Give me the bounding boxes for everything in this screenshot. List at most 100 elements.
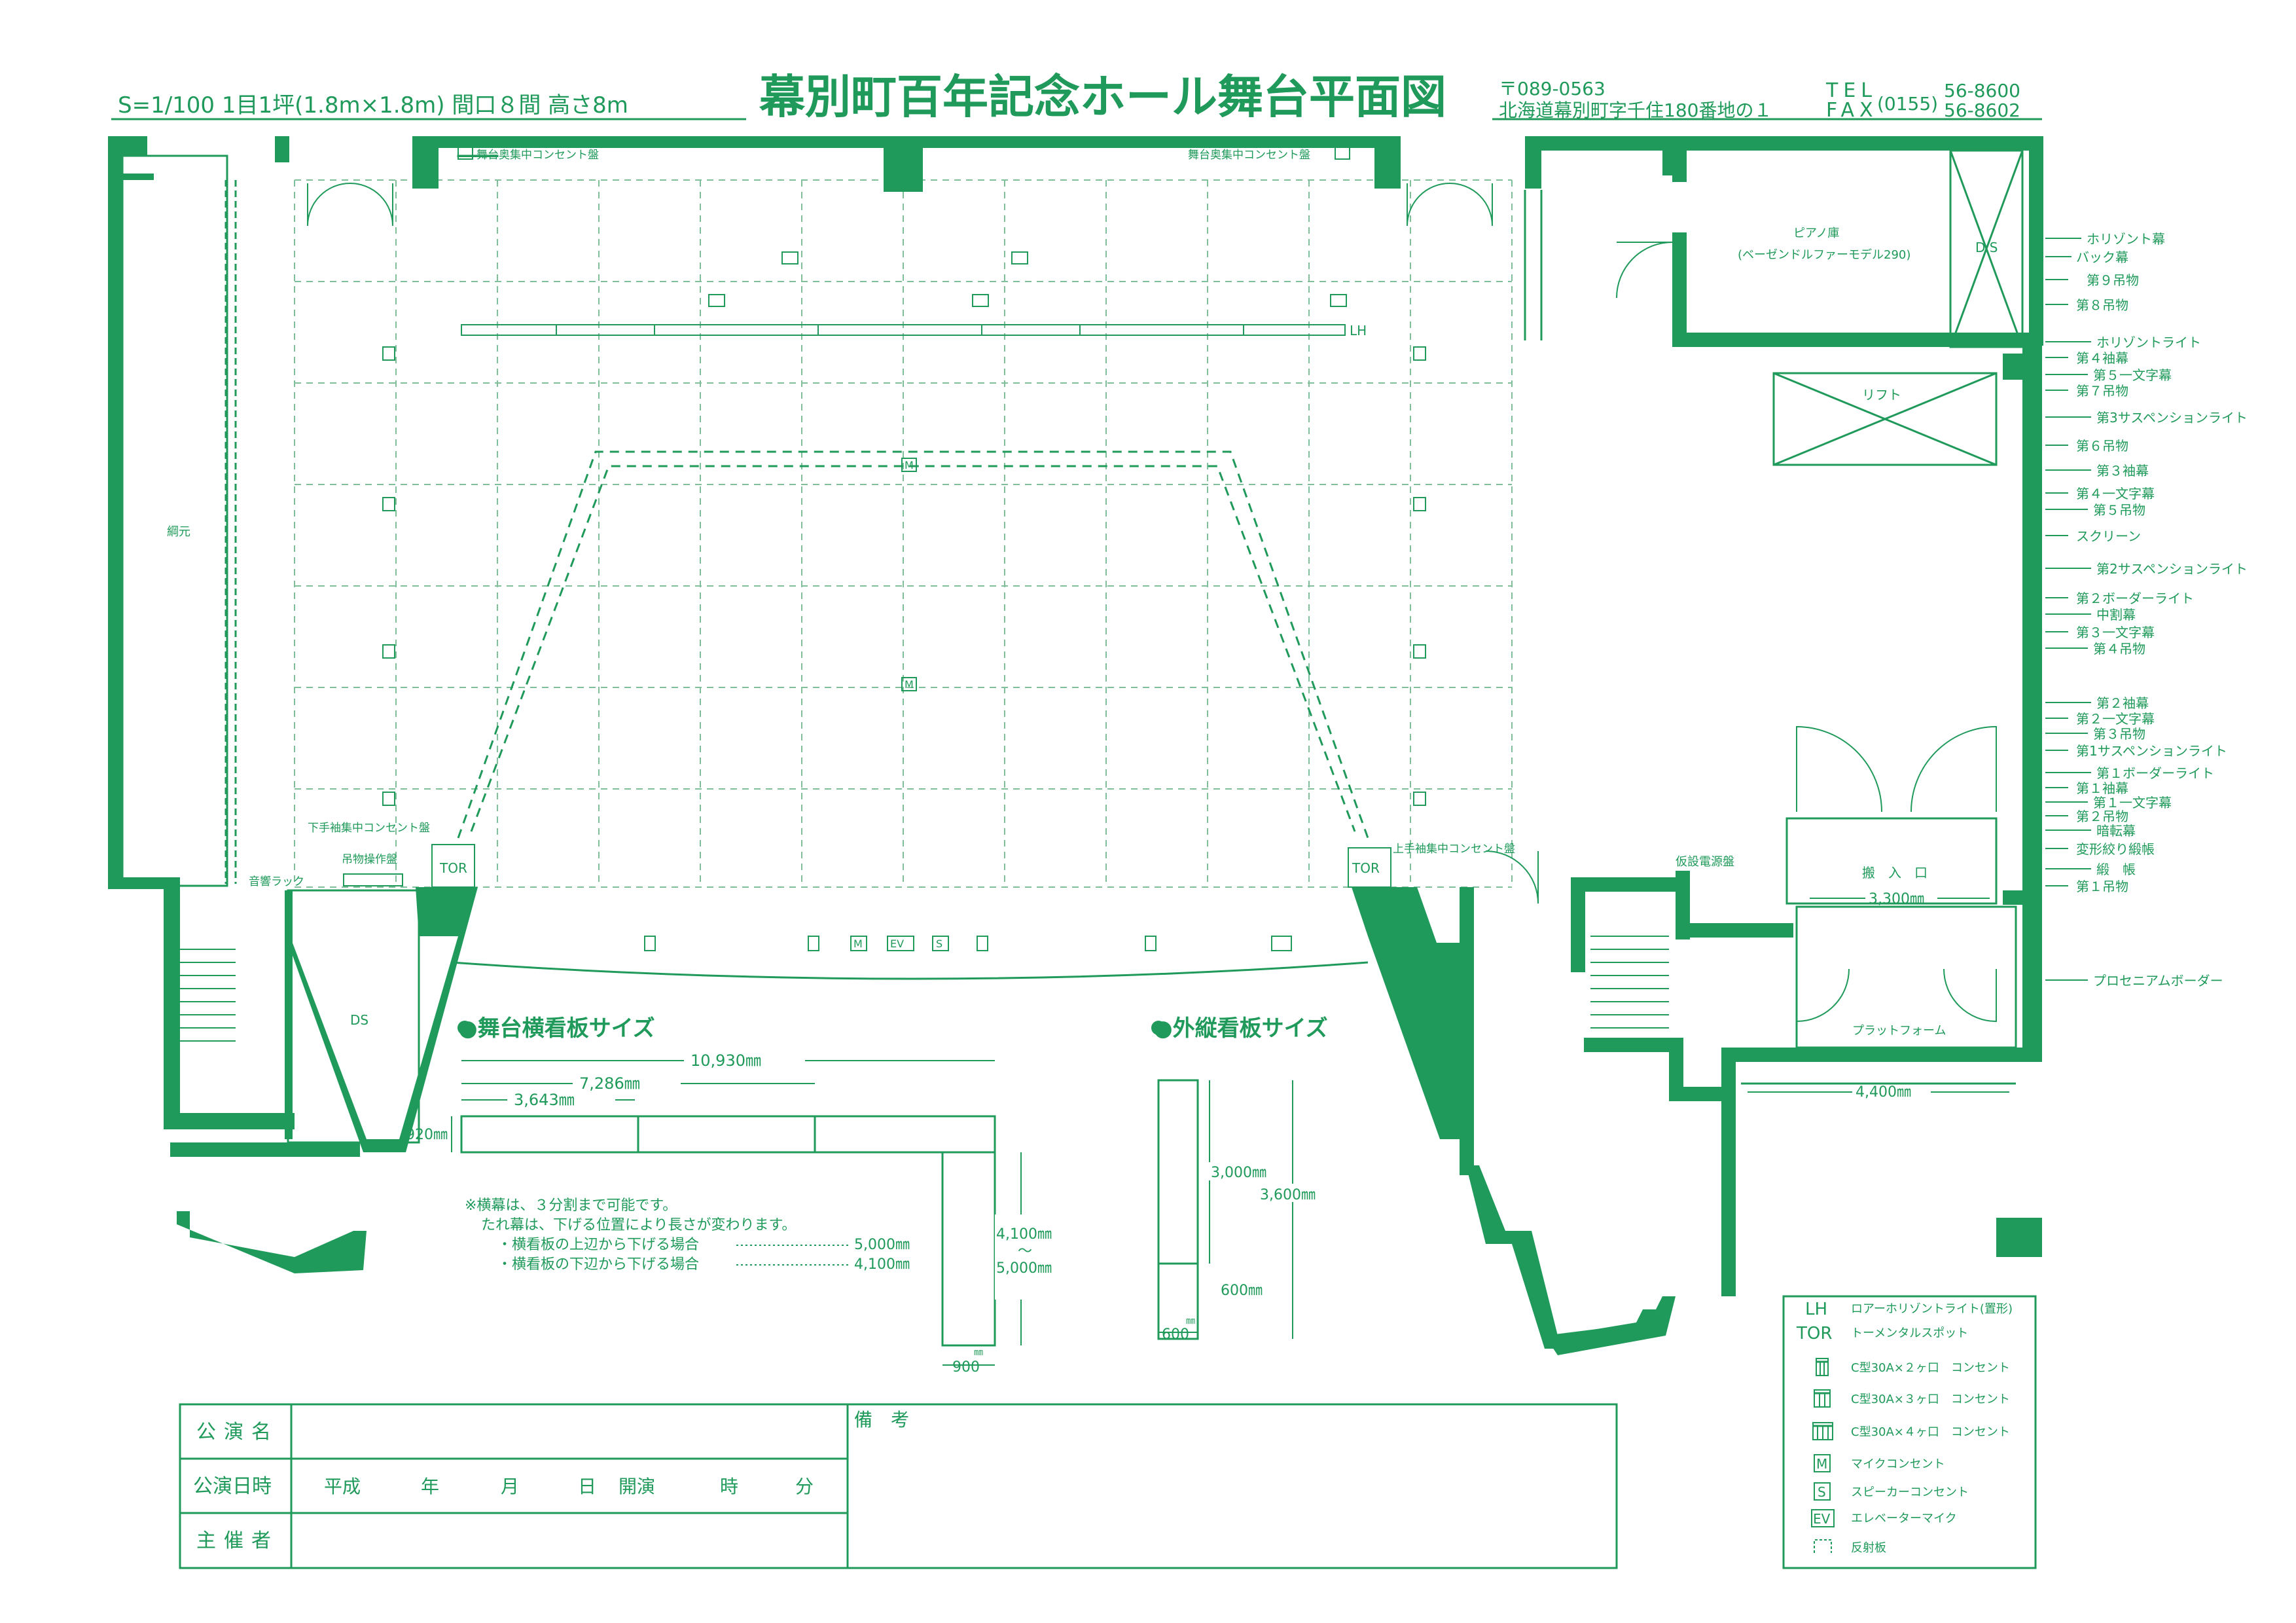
piano-model-label: (ベーゼンドルファーモデル290) [1738,248,1910,262]
signboard-v-title: ●外縦看板サイズ [1153,1015,1328,1042]
batten-item: 第２一文字幕 [2076,711,2155,727]
ev-marker: EV [890,938,904,950]
speaker-marker: S [936,938,942,950]
batten-item: 第６吊物 [2076,438,2128,454]
outlet-back-left-label: 舞台奥集中コンセント盤 [476,149,599,162]
batten-item: 第５吊物 [2093,502,2145,518]
platform-label: プラットフォーム [1852,1024,1946,1038]
batten-list [2045,238,2091,981]
batten-item: 第２ボーダーライト [2076,591,2194,606]
legend-text: エレベーターマイク [1851,1512,1957,1525]
postal-code: 〒089-0563 [1499,78,1605,100]
note-line: たれ幕は、下げる位置により長さが変わります。 [481,1217,796,1233]
legend: LH ロアーホリゾントライト(置形) TOR トーメンタルスポット C型30A×… [1782,1295,2037,1569]
form-hour: 時 [720,1476,738,1497]
batten-item: 変形絞り緞帳 [2076,841,2155,857]
temp-power-label: 仮設電源盤 [1676,855,1734,869]
area-code: (0155) [1877,93,1938,115]
batten-item: 第１一文字幕 [2093,795,2172,811]
legend-symbol: LH [1805,1300,1827,1319]
signboard-h-total-width: 10,930㎜ [691,1051,761,1070]
legend-text: 反射板 [1851,1541,1886,1555]
legend-symbol: TOR [1796,1324,1832,1343]
form-label-datetime: 公演日時 [193,1475,272,1498]
batten-item: 緞 帳 [2096,862,2136,877]
stairs [180,936,1669,1042]
notes: ※横幕は、３分割まで可能です。 たれ幕は、下げる位置により長さが変わります。 ・… [465,1197,910,1273]
thin-outlines [121,149,2024,1144]
legend-symbol: S [1818,1484,1826,1500]
batten-item: スクリーン [2076,528,2141,544]
plan-labels: 綱元 舞台奥集中コンセント盤 舞台奥集中コンセント盤 下手袖集中コンセント盤 上… [167,147,2009,1101]
batten-item: 第３吊物 [2093,726,2145,742]
batten-item: 第２袖幕 [2096,695,2149,711]
batten-item: 第４吊物 [2093,641,2145,657]
ds-left-label: DS [350,1012,368,1028]
fly-control-label: 吊物操作盤 [342,853,397,866]
batten-item: 第５一文字幕 [2093,367,2172,383]
lift-label: リフト [1862,387,1901,403]
signboard-h-drop-a: 4,100㎜ [996,1226,1052,1243]
form-open: 開演 [619,1476,655,1497]
mic-marker-lower: M [905,678,914,691]
form-label-organizer: 主催者 [196,1529,279,1552]
batten-item: 第８吊物 [2076,297,2128,313]
form-day: 日 [578,1476,596,1497]
legend-text: C型30A×３ヶ口 コンセント [1851,1393,2010,1406]
signboard-v-h3: 600㎜ [1221,1283,1263,1299]
tel-label: TEL [1825,79,1877,102]
legend-text: C型30A×２ヶ口 コンセント [1851,1361,2010,1375]
event-form-labels: 公演名 公演日時 主催者 備 考 平成 年 月 日 開演 時 分 [193,1409,909,1552]
signboard-h-two-panel-width: 7,286㎜ [579,1074,640,1093]
legend-text: ロアーホリゾントライト(置形) [1851,1302,2013,1316]
signboard-h-title: ●舞台横看板サイズ [458,1015,655,1042]
piano-store-label: ピアノ庫 [1793,227,1839,240]
signboard-h-one-panel-width: 3,643㎜ [514,1091,575,1109]
batten-item: 第４袖幕 [2076,350,2128,366]
batten-item: 第１袖幕 [2076,780,2128,796]
signboard-vertical: ●外縦看板サイズ 3,000㎜ 3,600㎜ 600㎜ 600 ㎜ [1151,1015,1328,1343]
address: 北海道幕別町字千住180番地の１ [1499,100,1772,121]
walls [108,136,2043,1355]
page-title: 幕別町百年記念ホール舞台平面図 [759,70,1446,124]
signboard-v-h1: 3,000㎜ [1211,1165,1266,1181]
tor-left-label: TOR [439,860,467,876]
mic-marker-front: M [853,938,863,950]
loading-width-label: 3,300㎜ [1869,891,1924,907]
legend-symbol: EV [1813,1511,1831,1527]
legend-text: マイクコンセント [1851,1457,1945,1471]
fly-gallery-label: 綱元 [167,525,190,539]
scale-info: S=1/100 1目1坪(1.8m×1.8m) 間口８間 高さ8m [118,92,628,119]
batten-item: 中割幕 [2096,607,2136,623]
batten-item: 第２吊物 [2076,809,2128,824]
form-year: 年 [421,1476,439,1497]
signboard-v-width: 600 [1162,1326,1189,1343]
signboard-h-drop-b: 5,000㎜ [996,1260,1052,1277]
mic-marker-upper: M [905,459,914,471]
legend-text: C型30A×４ヶ口 コンセント [1851,1425,2010,1439]
ds-right-label: DS [1452,1012,1470,1028]
batten-item: プロセニアムボーダー [2093,973,2223,989]
batten-item: ホリゾント幕 [2087,231,2165,247]
batten-item: 第９吊物 [2087,272,2139,288]
outlet-back-right-label: 舞台奥集中コンセント盤 [1188,149,1310,162]
batten-item: 第1サスペンションライト [2076,743,2227,759]
form-era: 平成 [324,1476,361,1497]
batten-item: バック幕 [2076,249,2128,265]
batten-item: 暗転幕 [2096,823,2136,839]
loading-dock-label: 搬 入 口 [1862,865,1928,881]
doors [307,183,1997,1023]
signboard-v-width-unit: ㎜ [1186,1316,1195,1326]
batten-item: 第３袖幕 [2096,463,2149,479]
tor-right-label: TOR [1352,860,1380,876]
legend-text: スピーカーコンセント [1851,1486,1969,1499]
outlet-stage-left-label: 下手袖集中コンセント盤 [308,822,430,835]
batten-item: 第2サスペンションライト [2096,561,2248,577]
sound-rack-label: 音響ラック [249,875,304,888]
outlet-marker-labels: M M M EV S [853,459,942,950]
batten-item: 第７吊物 [2076,383,2128,399]
batten-item: 第１吊物 [2076,879,2128,894]
stage-grid [294,179,1513,888]
note-line: ・横看板の上辺から下げる場合 [497,1237,699,1253]
